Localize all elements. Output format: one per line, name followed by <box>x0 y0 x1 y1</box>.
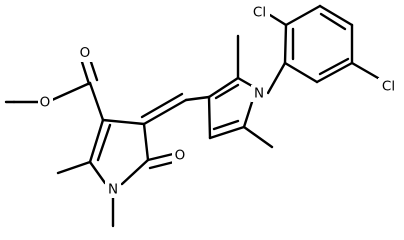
bond-lactam-co-2 <box>148 160 176 170</box>
chlorine-ortho-atom: Cl <box>249 4 270 21</box>
bond-ester-ring <box>88 81 105 122</box>
bond-ph-cl-ortho <box>268 13 288 27</box>
bond-ph-cl-meta <box>350 61 380 80</box>
lactam-nitrogen-label: N <box>108 182 118 198</box>
lactam-nitrogen-atom: N <box>105 181 121 198</box>
ester-oxygen-label: O <box>40 95 51 111</box>
bond-ph-1 <box>283 61 319 84</box>
bond-ph-4-inner <box>319 12 347 31</box>
atom-labels: O O O N N Cl Cl <box>38 4 399 198</box>
bond-c2-methyl <box>56 160 92 175</box>
structure-canvas: O O O N N Cl Cl <box>4 4 399 228</box>
bond-ph-2 <box>315 61 354 84</box>
bond-ring-c5-c4 <box>142 122 150 162</box>
bond-pyr-c3-c2 <box>207 76 240 99</box>
bond-pyr-c5-c4-inner <box>212 119 240 131</box>
bond-carbonyl-2 <box>88 57 99 82</box>
chlorine-meta-label: Cl <box>382 79 395 95</box>
bond-ring-c2-n <box>88 160 107 185</box>
bonds <box>4 4 380 228</box>
bond-pyr-c2-n <box>236 76 254 88</box>
bond-n-aryl <box>266 61 287 95</box>
bond-ph-2-inner <box>318 57 350 76</box>
bond-pyr-c3-c2-inner <box>214 83 240 100</box>
bond-ph-6 <box>283 23 288 65</box>
bond-pyr-n-c5 <box>242 100 254 129</box>
bond-pyr-c5-methyl <box>242 125 274 149</box>
bond-ring-c3-c2-inner <box>96 123 112 162</box>
bond-exo-2 <box>140 92 184 119</box>
bond-ring-c3-c2 <box>88 118 105 164</box>
lactam-oxygen-label: O <box>175 148 186 164</box>
bond-ring-n-c5 <box>120 158 150 186</box>
carbonyl-oxygen-label: O <box>80 45 91 61</box>
bond-carbonyl-1 <box>80 60 91 86</box>
bond-pyr-c5-c4 <box>208 125 246 140</box>
bond-ester-o-carbon <box>50 81 92 102</box>
pyrrole-nitrogen-atom: N <box>251 85 267 102</box>
ester-oxygen-atom: O <box>38 94 53 111</box>
bond-lactam-co-1 <box>146 152 175 162</box>
bond-pyr-c4-c3 <box>207 95 212 140</box>
bond-ph-4 <box>318 4 354 27</box>
bond-ring-c3-c4 <box>101 118 146 126</box>
bond-exo-1 <box>142 98 188 126</box>
pyrrole-nitrogen-label: N <box>254 86 264 102</box>
bond-bridge <box>184 95 211 102</box>
carbonyl-oxygen-atom: O <box>78 45 93 62</box>
lactam-oxygen-atom: O <box>172 147 187 164</box>
bond-ph-5 <box>284 4 322 27</box>
chlorine-meta-atom: Cl <box>378 78 399 95</box>
chlorine-ortho-label: Cl <box>253 5 266 21</box>
